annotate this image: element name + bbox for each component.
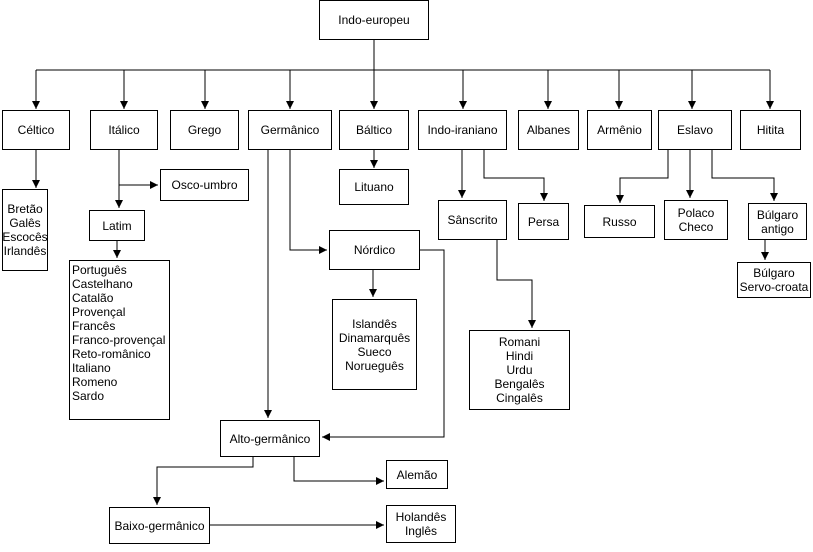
node-armenio: Armênio <box>587 110 652 150</box>
node-indo-europeu: Indo-europeu <box>319 0 429 40</box>
node-hitita: Hitita <box>740 110 801 150</box>
node-baixo-germanico: Baixo-germânico <box>109 507 210 544</box>
arrow-to-baixo-germanico <box>153 457 254 505</box>
node-label: Grego <box>187 123 222 137</box>
node-nordic-langs: Islandês Dinamarquês Sueco Norueguês <box>332 299 417 390</box>
node-label: Alemão <box>396 467 438 482</box>
node-label: Islandês Dinamarquês Sueco Norueguês <box>338 316 411 373</box>
node-latim: Latim <box>89 210 145 241</box>
node-label: Lituano <box>354 180 394 194</box>
arrow-to-russo <box>616 150 669 203</box>
node-label: Holandês Inglês <box>395 510 447 538</box>
node-italico: Itálico <box>90 110 158 150</box>
node-label: Armênio <box>597 123 642 137</box>
node-alemao: Alemão <box>386 460 448 489</box>
node-label: Búlgaro Servo-croata <box>739 266 809 294</box>
node-bulgaro-antigo: Búlgaro antigo <box>748 203 807 240</box>
node-sanscrito: Sânscrito <box>438 200 507 240</box>
arrow-to-alemao <box>293 457 384 485</box>
node-label: Nórdico <box>353 243 396 257</box>
node-bulgaro-servo: Búlgaro Servo-croata <box>737 262 811 298</box>
node-label: Hitita <box>756 123 785 137</box>
node-grego: Grego <box>170 110 239 150</box>
node-celtic-langs: Bretão Galês Escocês Irlandês <box>2 189 48 271</box>
node-label: Bretão Galês Escocês Irlandês <box>2 202 48 258</box>
arrow-to-nordico <box>289 150 327 254</box>
node-baltico: Báltico <box>339 110 409 150</box>
arrow-to-osco-umbro <box>118 150 158 189</box>
node-label: Eslavo <box>676 123 714 137</box>
node-label: Itálico <box>108 123 140 137</box>
arrow-to-persa <box>483 150 548 201</box>
node-alto-germanico: Alto-germânico <box>220 420 320 457</box>
node-label: Indo-iraniano <box>427 123 498 137</box>
arrow-to-bulgaro-antigo <box>711 150 778 201</box>
node-label: Russo <box>602 214 637 229</box>
node-albanes: Albanes <box>518 110 579 150</box>
node-germanico: Germânico <box>248 110 332 150</box>
node-osco-umbro: Osco-umbro <box>160 169 249 201</box>
node-label: Baixo-germânico <box>114 518 205 533</box>
node-label: Sânscrito <box>447 213 498 227</box>
node-polaco-checo: Polaco Checo <box>664 200 728 240</box>
node-celtico: Céltico <box>2 110 70 150</box>
node-label: Polaco Checo <box>677 206 715 234</box>
arrow-to-indic-langs <box>496 240 536 328</box>
node-indo-iraniano: Indo-iraniano <box>418 110 507 150</box>
node-indic-langs: Romani Hindi Urdu Bengalês Cingalês <box>469 330 570 410</box>
node-label: Albanes <box>526 123 571 137</box>
node-label: Persa <box>527 214 560 229</box>
node-persa: Persa <box>518 203 569 240</box>
node-label: Indo-europeu <box>338 13 410 27</box>
node-eslavo: Eslavo <box>658 110 732 150</box>
node-holandes-ingles: Holandês Inglês <box>386 505 456 543</box>
node-russo: Russo <box>584 205 655 238</box>
node-label: Osco-umbro <box>171 178 238 192</box>
node-label: Germânico <box>260 123 320 137</box>
node-label: Alto-germânico <box>229 431 311 446</box>
node-label: Romani Hindi Urdu Bengalês Cingalês <box>494 335 545 405</box>
node-label: Português Castelhano Catalão Provençal F… <box>72 263 166 403</box>
node-label: Búlgaro antigo <box>756 207 799 236</box>
node-label: Báltico <box>355 123 393 137</box>
node-label: Céltico <box>17 123 55 137</box>
node-lituano: Lituano <box>339 169 409 205</box>
node-nordico: Nórdico <box>329 230 420 270</box>
node-romance-langs: Português Castelhano Catalão Provençal F… <box>69 260 170 420</box>
arrow-nordico-to-alto-germanico <box>322 249 445 441</box>
node-label: Latim <box>102 218 132 233</box>
